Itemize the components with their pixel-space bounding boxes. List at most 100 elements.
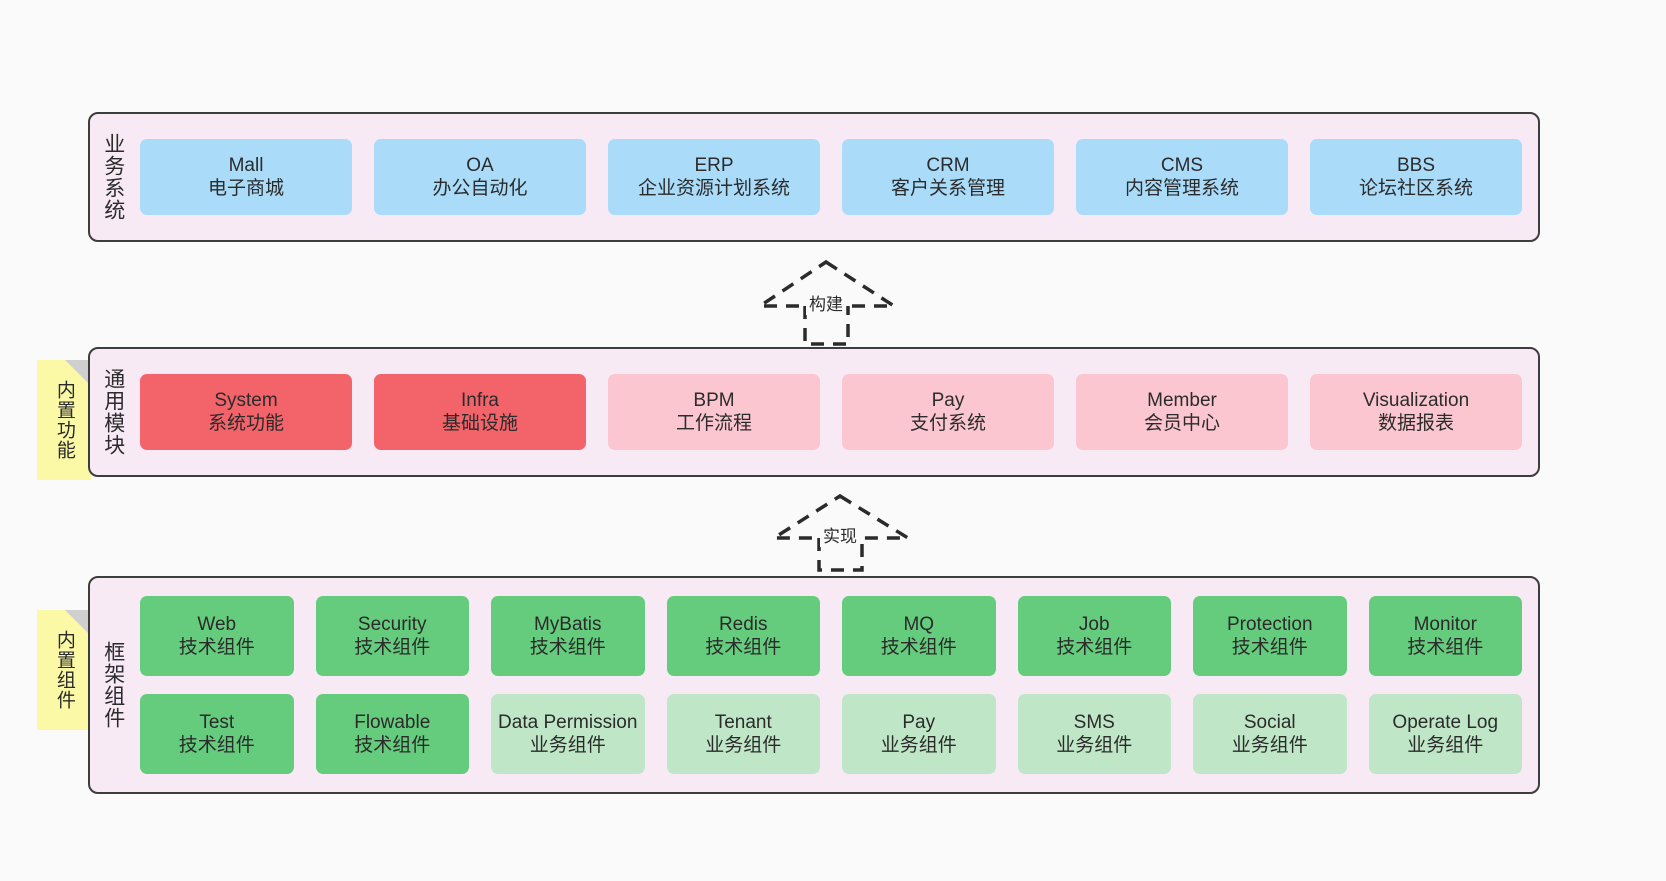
node-row: Web 技术组件 Security 技术组件 MyBatis 技术组件 Redi… — [140, 596, 1522, 676]
note-label: 内置功能 — [53, 380, 75, 460]
node-title: MyBatis — [533, 613, 602, 635]
node-title: Data Permission — [498, 711, 638, 733]
node-subtitle: 技术组件 — [529, 637, 606, 658]
node-monitor[interactable]: Monitor 技术组件 — [1368, 596, 1522, 676]
node-infra[interactable]: Infra 基础设施 — [374, 374, 586, 450]
implement-arrow-icon — [767, 493, 915, 572]
node-mq[interactable]: MQ 技术组件 — [842, 596, 996, 676]
node-system[interactable]: System 系统功能 — [140, 374, 352, 450]
node-bbs[interactable]: BBS 论坛社区系统 — [1310, 139, 1522, 215]
node-sms[interactable]: SMS 业务组件 — [1017, 694, 1171, 774]
node-title: Operate Log — [1392, 711, 1499, 733]
note-builtin-component[interactable]: 内置组件 — [37, 610, 91, 730]
node-subtitle: 技术组件 — [1056, 637, 1133, 658]
layer-title-business-system: 业务系统 — [101, 133, 125, 221]
node-redis[interactable]: Redis 技术组件 — [666, 596, 820, 676]
node-subtitle: 业务组件 — [529, 735, 606, 756]
node-title: Protection — [1226, 613, 1313, 635]
node-social[interactable]: Social 业务组件 — [1193, 694, 1347, 774]
node-job[interactable]: Job 技术组件 — [1017, 596, 1171, 676]
node-title: Tenant — [714, 711, 772, 733]
node-title: SMS — [1073, 711, 1115, 733]
node-title: Job — [1078, 613, 1110, 635]
node-title: ERP — [694, 154, 734, 176]
node-title: MQ — [903, 613, 935, 635]
node-title: Security — [357, 613, 427, 635]
node-subtitle: 技术组件 — [880, 637, 957, 658]
node-pay-business[interactable]: Pay 业务组件 — [842, 694, 996, 774]
node-mybatis[interactable]: MyBatis 技术组件 — [491, 596, 645, 676]
node-security[interactable]: Security 技术组件 — [315, 596, 469, 676]
node-subtitle: 支付系统 — [909, 413, 986, 434]
node-title: CMS — [1160, 154, 1204, 176]
node-subtitle: 电子商城 — [207, 178, 284, 199]
node-subtitle: 办公自动化 — [432, 178, 528, 199]
connector-build: 构建 — [754, 258, 900, 346]
node-title: Pay — [902, 711, 936, 733]
layer-body-business-system: Mall 电子商城 OA 办公自动化 ERP 企业资源计划系统 CRM 客户关系… — [136, 114, 1538, 240]
node-test[interactable]: Test 技术组件 — [140, 694, 294, 774]
node-crm[interactable]: CRM 客户关系管理 — [842, 139, 1054, 215]
node-title: Pay — [931, 389, 965, 411]
node-title: Web — [197, 613, 237, 635]
node-flowable[interactable]: Flowable 技术组件 — [315, 694, 469, 774]
node-subtitle: 会员中心 — [1143, 413, 1220, 434]
node-subtitle: 客户关系管理 — [890, 178, 1005, 199]
note-fold-icon — [65, 360, 91, 386]
node-title: Test — [199, 711, 235, 733]
node-cms[interactable]: CMS 内容管理系统 — [1076, 139, 1288, 215]
layer-common-module[interactable]: 通用模块 System 系统功能 Infra 基础设施 BPM 工作流程 Pay… — [88, 347, 1540, 477]
node-subtitle: 技术组件 — [178, 735, 255, 756]
node-title: BBS — [1396, 154, 1436, 176]
node-subtitle: 业务组件 — [1056, 735, 1133, 756]
node-title: Redis — [718, 613, 768, 635]
node-erp[interactable]: ERP 企业资源计划系统 — [608, 139, 820, 215]
node-title: Monitor — [1413, 613, 1477, 635]
connector-implement: 实现 — [767, 492, 915, 572]
node-subtitle: 论坛社区系统 — [1358, 178, 1473, 199]
node-subtitle: 业务组件 — [705, 735, 782, 756]
node-subtitle: 业务组件 — [1407, 735, 1484, 756]
layer-framework-component[interactable]: 框架组件 Web 技术组件 Security 技术组件 MyBatis 技术组件… — [88, 576, 1540, 794]
node-mall[interactable]: Mall 电子商城 — [140, 139, 352, 215]
node-title: BPM — [693, 389, 735, 411]
node-subtitle: 技术组件 — [354, 735, 431, 756]
build-arrow-icon — [754, 259, 900, 346]
node-subtitle: 技术组件 — [705, 637, 782, 658]
layer-title-common-module: 通用模块 — [101, 368, 125, 456]
node-visualization[interactable]: Visualization 数据报表 — [1310, 374, 1522, 450]
layer-business-system[interactable]: 业务系统 Mall 电子商城 OA 办公自动化 ERP 企业资源计划系统 CRM… — [88, 112, 1540, 242]
node-row: System 系统功能 Infra 基础设施 BPM 工作流程 Pay 支付系统… — [140, 374, 1522, 450]
node-title: Social — [1243, 711, 1296, 733]
node-operate-log[interactable]: Operate Log 业务组件 — [1368, 694, 1522, 774]
node-protection[interactable]: Protection 技术组件 — [1193, 596, 1347, 676]
layer-title-framework-component: 框架组件 — [101, 641, 125, 729]
layer-body-common-module: System 系统功能 Infra 基础设施 BPM 工作流程 Pay 支付系统… — [136, 349, 1538, 475]
node-pay[interactable]: Pay 支付系统 — [842, 374, 1054, 450]
node-subtitle: 技术组件 — [354, 637, 431, 658]
node-title: System — [214, 389, 278, 411]
note-builtin-function[interactable]: 内置功能 — [37, 360, 91, 480]
node-title: Flowable — [354, 711, 431, 733]
node-title: Visualization — [1362, 389, 1470, 411]
node-subtitle: 企业资源计划系统 — [637, 178, 790, 199]
node-web[interactable]: Web 技术组件 — [140, 596, 294, 676]
node-title: Infra — [460, 389, 500, 411]
node-data-permission[interactable]: Data Permission 业务组件 — [491, 694, 645, 774]
node-row: Mall 电子商城 OA 办公自动化 ERP 企业资源计划系统 CRM 客户关系… — [140, 139, 1522, 215]
node-subtitle: 系统功能 — [207, 413, 284, 434]
connector-implement-label: 实现 — [820, 522, 860, 547]
node-subtitle: 业务组件 — [880, 735, 957, 756]
node-row: Test 技术组件 Flowable 技术组件 Data Permission … — [140, 694, 1522, 774]
node-title: Member — [1147, 389, 1217, 411]
node-member[interactable]: Member 会员中心 — [1076, 374, 1288, 450]
node-oa[interactable]: OA 办公自动化 — [374, 139, 586, 215]
node-subtitle: 技术组件 — [1407, 637, 1484, 658]
node-tenant[interactable]: Tenant 业务组件 — [666, 694, 820, 774]
node-title: Mall — [228, 154, 264, 176]
node-bpm[interactable]: BPM 工作流程 — [608, 374, 820, 450]
node-title: OA — [466, 154, 494, 176]
node-subtitle: 技术组件 — [178, 637, 255, 658]
layer-body-framework-component: Web 技术组件 Security 技术组件 MyBatis 技术组件 Redi… — [136, 578, 1538, 792]
